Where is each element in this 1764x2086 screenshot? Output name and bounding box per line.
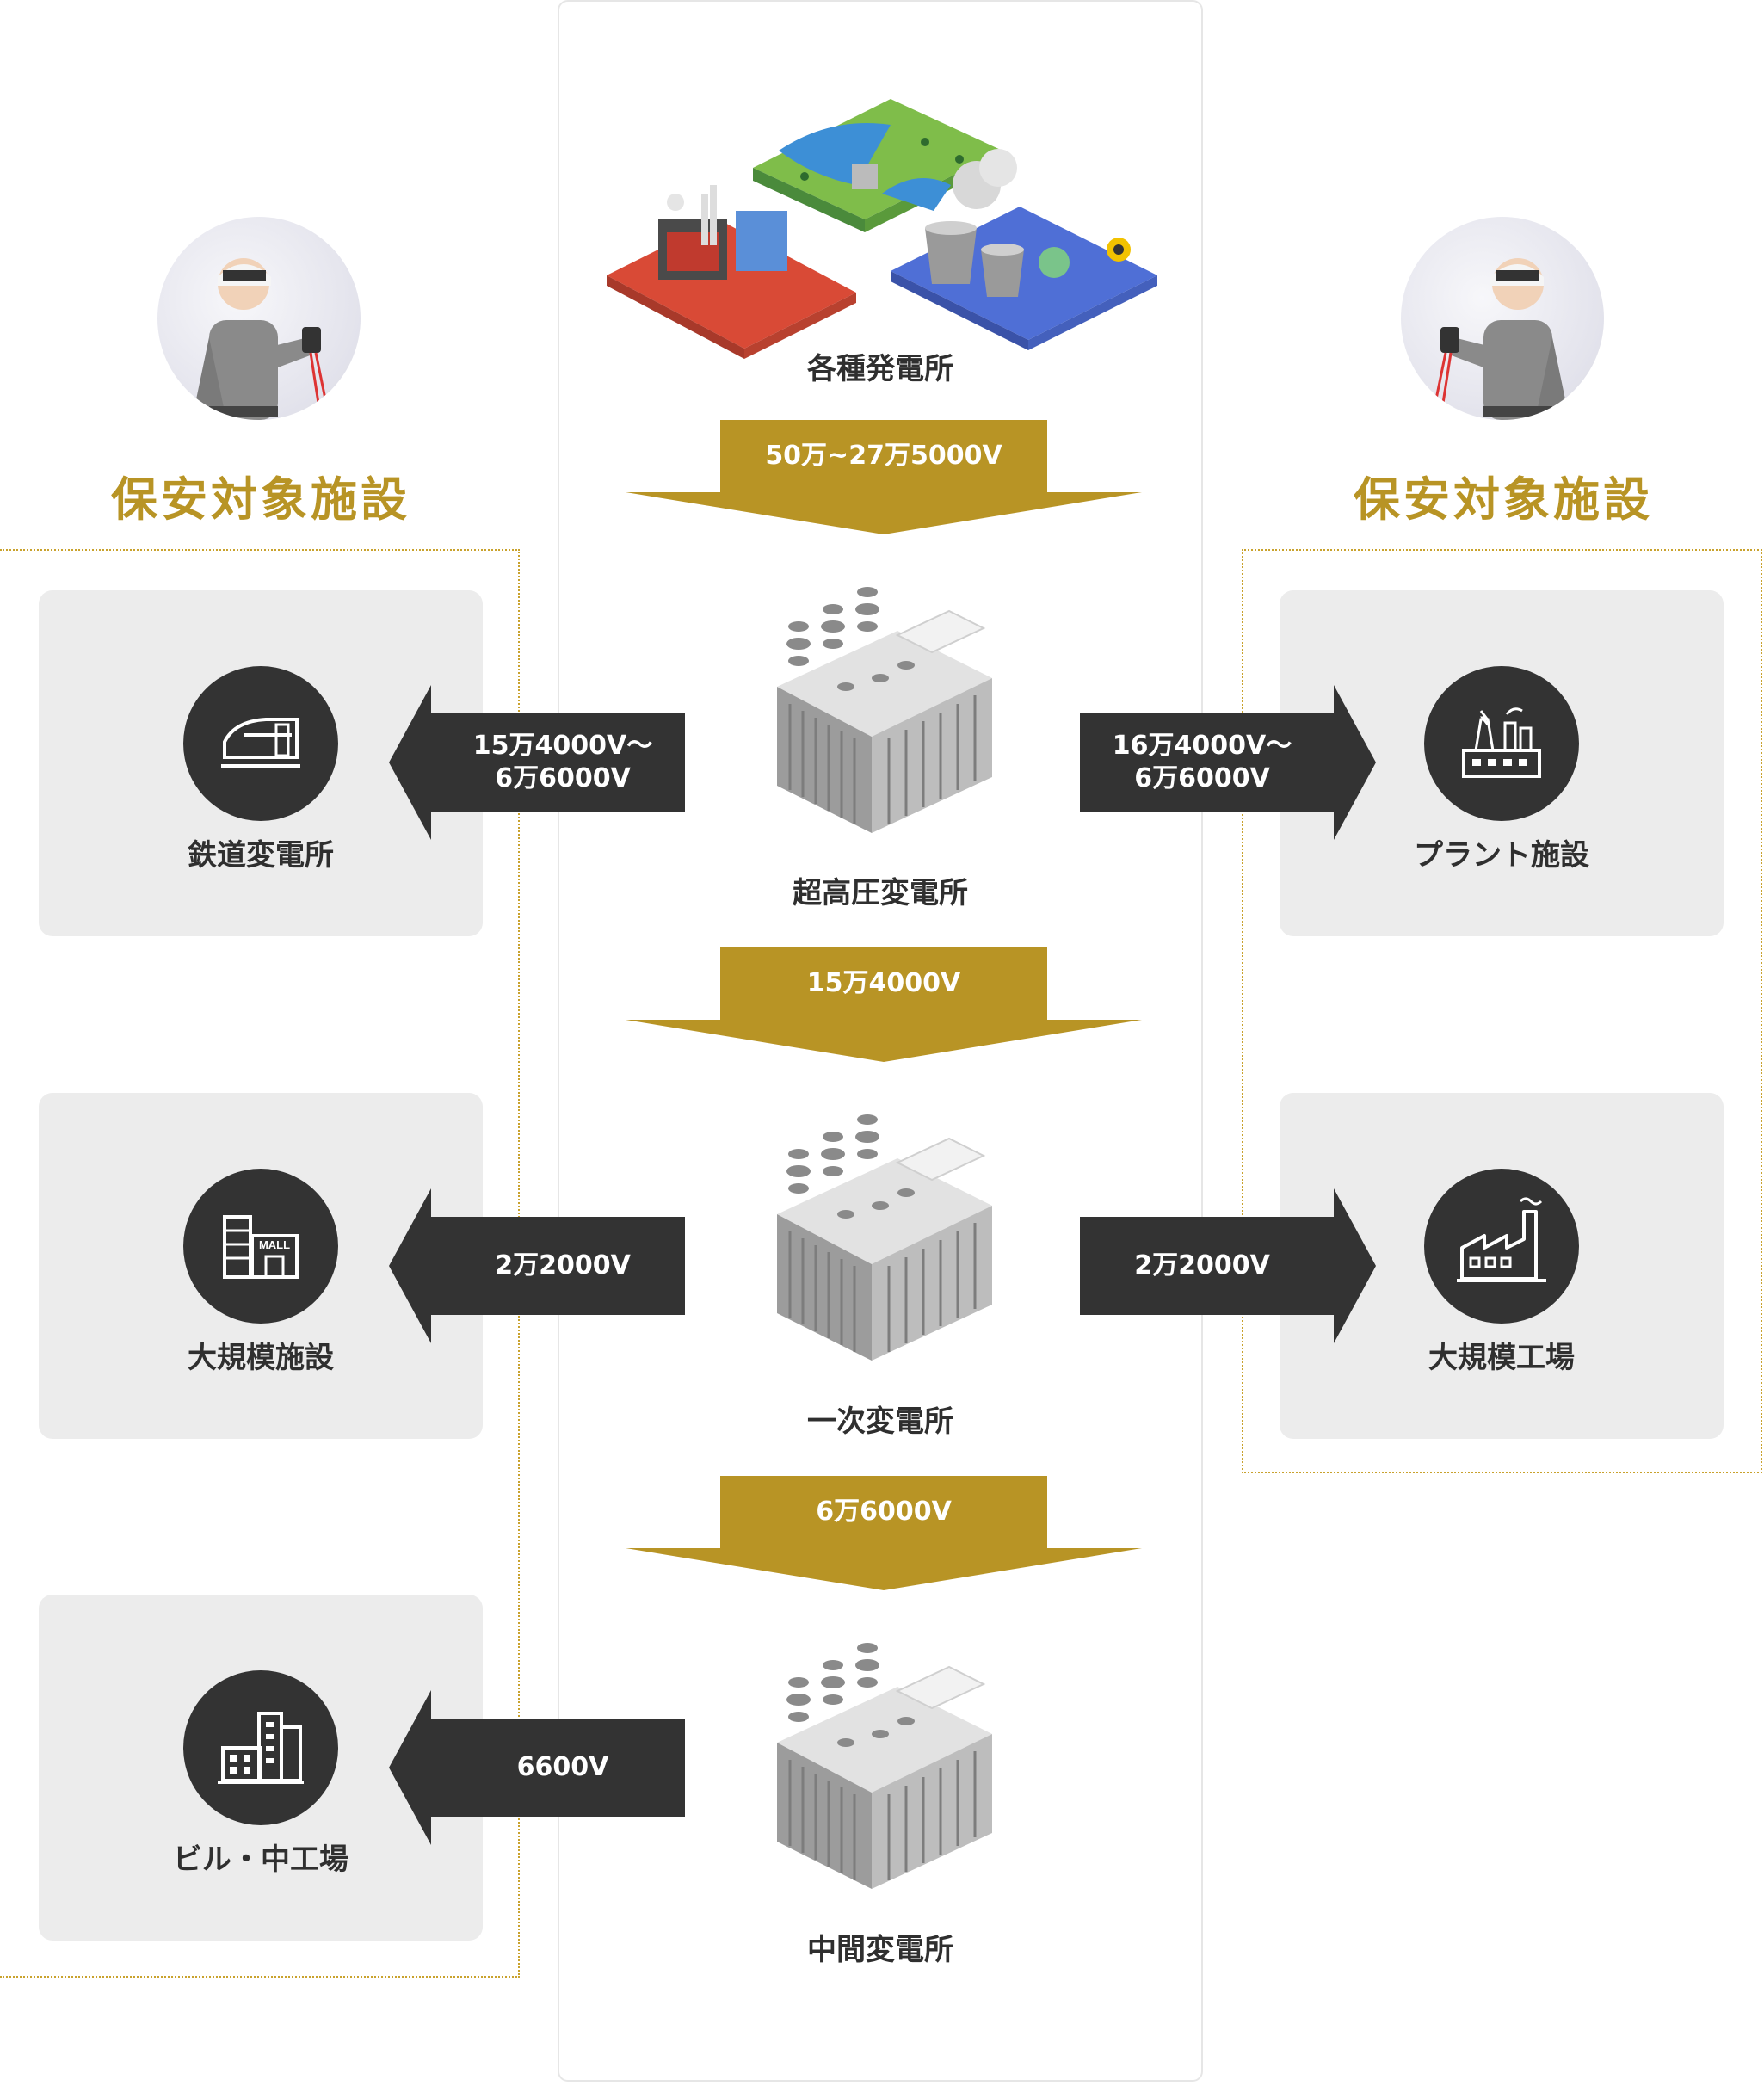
facility-label-building: ビル・中工場: [173, 1842, 348, 1877]
facility-label-plant: プラント施設: [1414, 838, 1589, 873]
down-arrow-3: 6万6000V: [626, 1476, 1142, 1590]
right-arrow-large-factory: 2万2000V: [1080, 1188, 1376, 1343]
power-plants-illustration: [607, 90, 1157, 366]
worker-left-illustration: [157, 217, 361, 420]
mall-icon: MALL: [183, 1169, 338, 1324]
down-arrow-2: 15万4000V: [626, 947, 1142, 1062]
buildings-icon: [183, 1670, 338, 1825]
transformer-icon: [768, 1102, 992, 1369]
down-arrow-2-label: 15万4000V: [806, 968, 961, 998]
left-arrow-railway: 15万4000V〜 6万6000V: [389, 685, 685, 840]
station-label-power-plants: 各種発電所: [807, 352, 953, 386]
station-label-ultra-high: 超高圧変電所: [793, 876, 968, 910]
facility-box-railway: 鉄道変電所: [39, 590, 483, 936]
right-arrow-plant-line2: 6万6000V: [1134, 763, 1270, 793]
left-arrow-large-facility: 2万2000V: [389, 1188, 685, 1343]
factory-icon: [1424, 1169, 1579, 1324]
left-section-title: 保安対象施設: [111, 472, 410, 527]
right-arrow-plant-label: 16万4000V〜 6万6000V: [1080, 730, 1324, 795]
transformer-icon: [768, 575, 992, 842]
right-arrow-plant-line1: 16万4000V〜: [1112, 731, 1292, 761]
right-arrow-large-factory-label: 2万2000V: [1134, 1250, 1270, 1281]
left-arrow-railway-label: 15万4000V〜 6万6000V: [441, 730, 685, 795]
svg-text:MALL: MALL: [259, 1238, 290, 1251]
worker-right-illustration: [1401, 217, 1604, 420]
facility-label-large-facility: 大規模施設: [188, 1341, 334, 1375]
plant-icon: [1424, 666, 1579, 821]
station-label-intermediate: 中間変電所: [807, 1933, 953, 1967]
left-arrow-railway-line2: 6万6000V: [495, 763, 631, 793]
right-arrow-plant: 16万4000V〜 6万6000V: [1080, 685, 1376, 840]
down-arrow-1-label: 50万~27万5000V: [765, 441, 1002, 471]
train-icon: [183, 666, 338, 821]
right-section-title: 保安対象施設: [1354, 472, 1653, 527]
facility-label-large-factory: 大規模工場: [1428, 1341, 1575, 1375]
left-arrow-railway-line1: 15万4000V〜: [472, 731, 653, 761]
transformer-icon: [768, 1631, 992, 1898]
down-arrow-3-label: 6万6000V: [816, 1497, 952, 1527]
right-section-outline: [1242, 549, 1762, 1473]
facility-label-railway: 鉄道変電所: [188, 838, 334, 873]
station-label-primary: 一次変電所: [807, 1404, 953, 1439]
left-arrow-large-facility-label: 2万2000V: [495, 1250, 631, 1281]
left-arrow-building: 6600V: [389, 1690, 685, 1845]
left-arrow-building-label: 6600V: [516, 1752, 609, 1782]
down-arrow-1: 50万~27万5000V: [626, 420, 1142, 534]
